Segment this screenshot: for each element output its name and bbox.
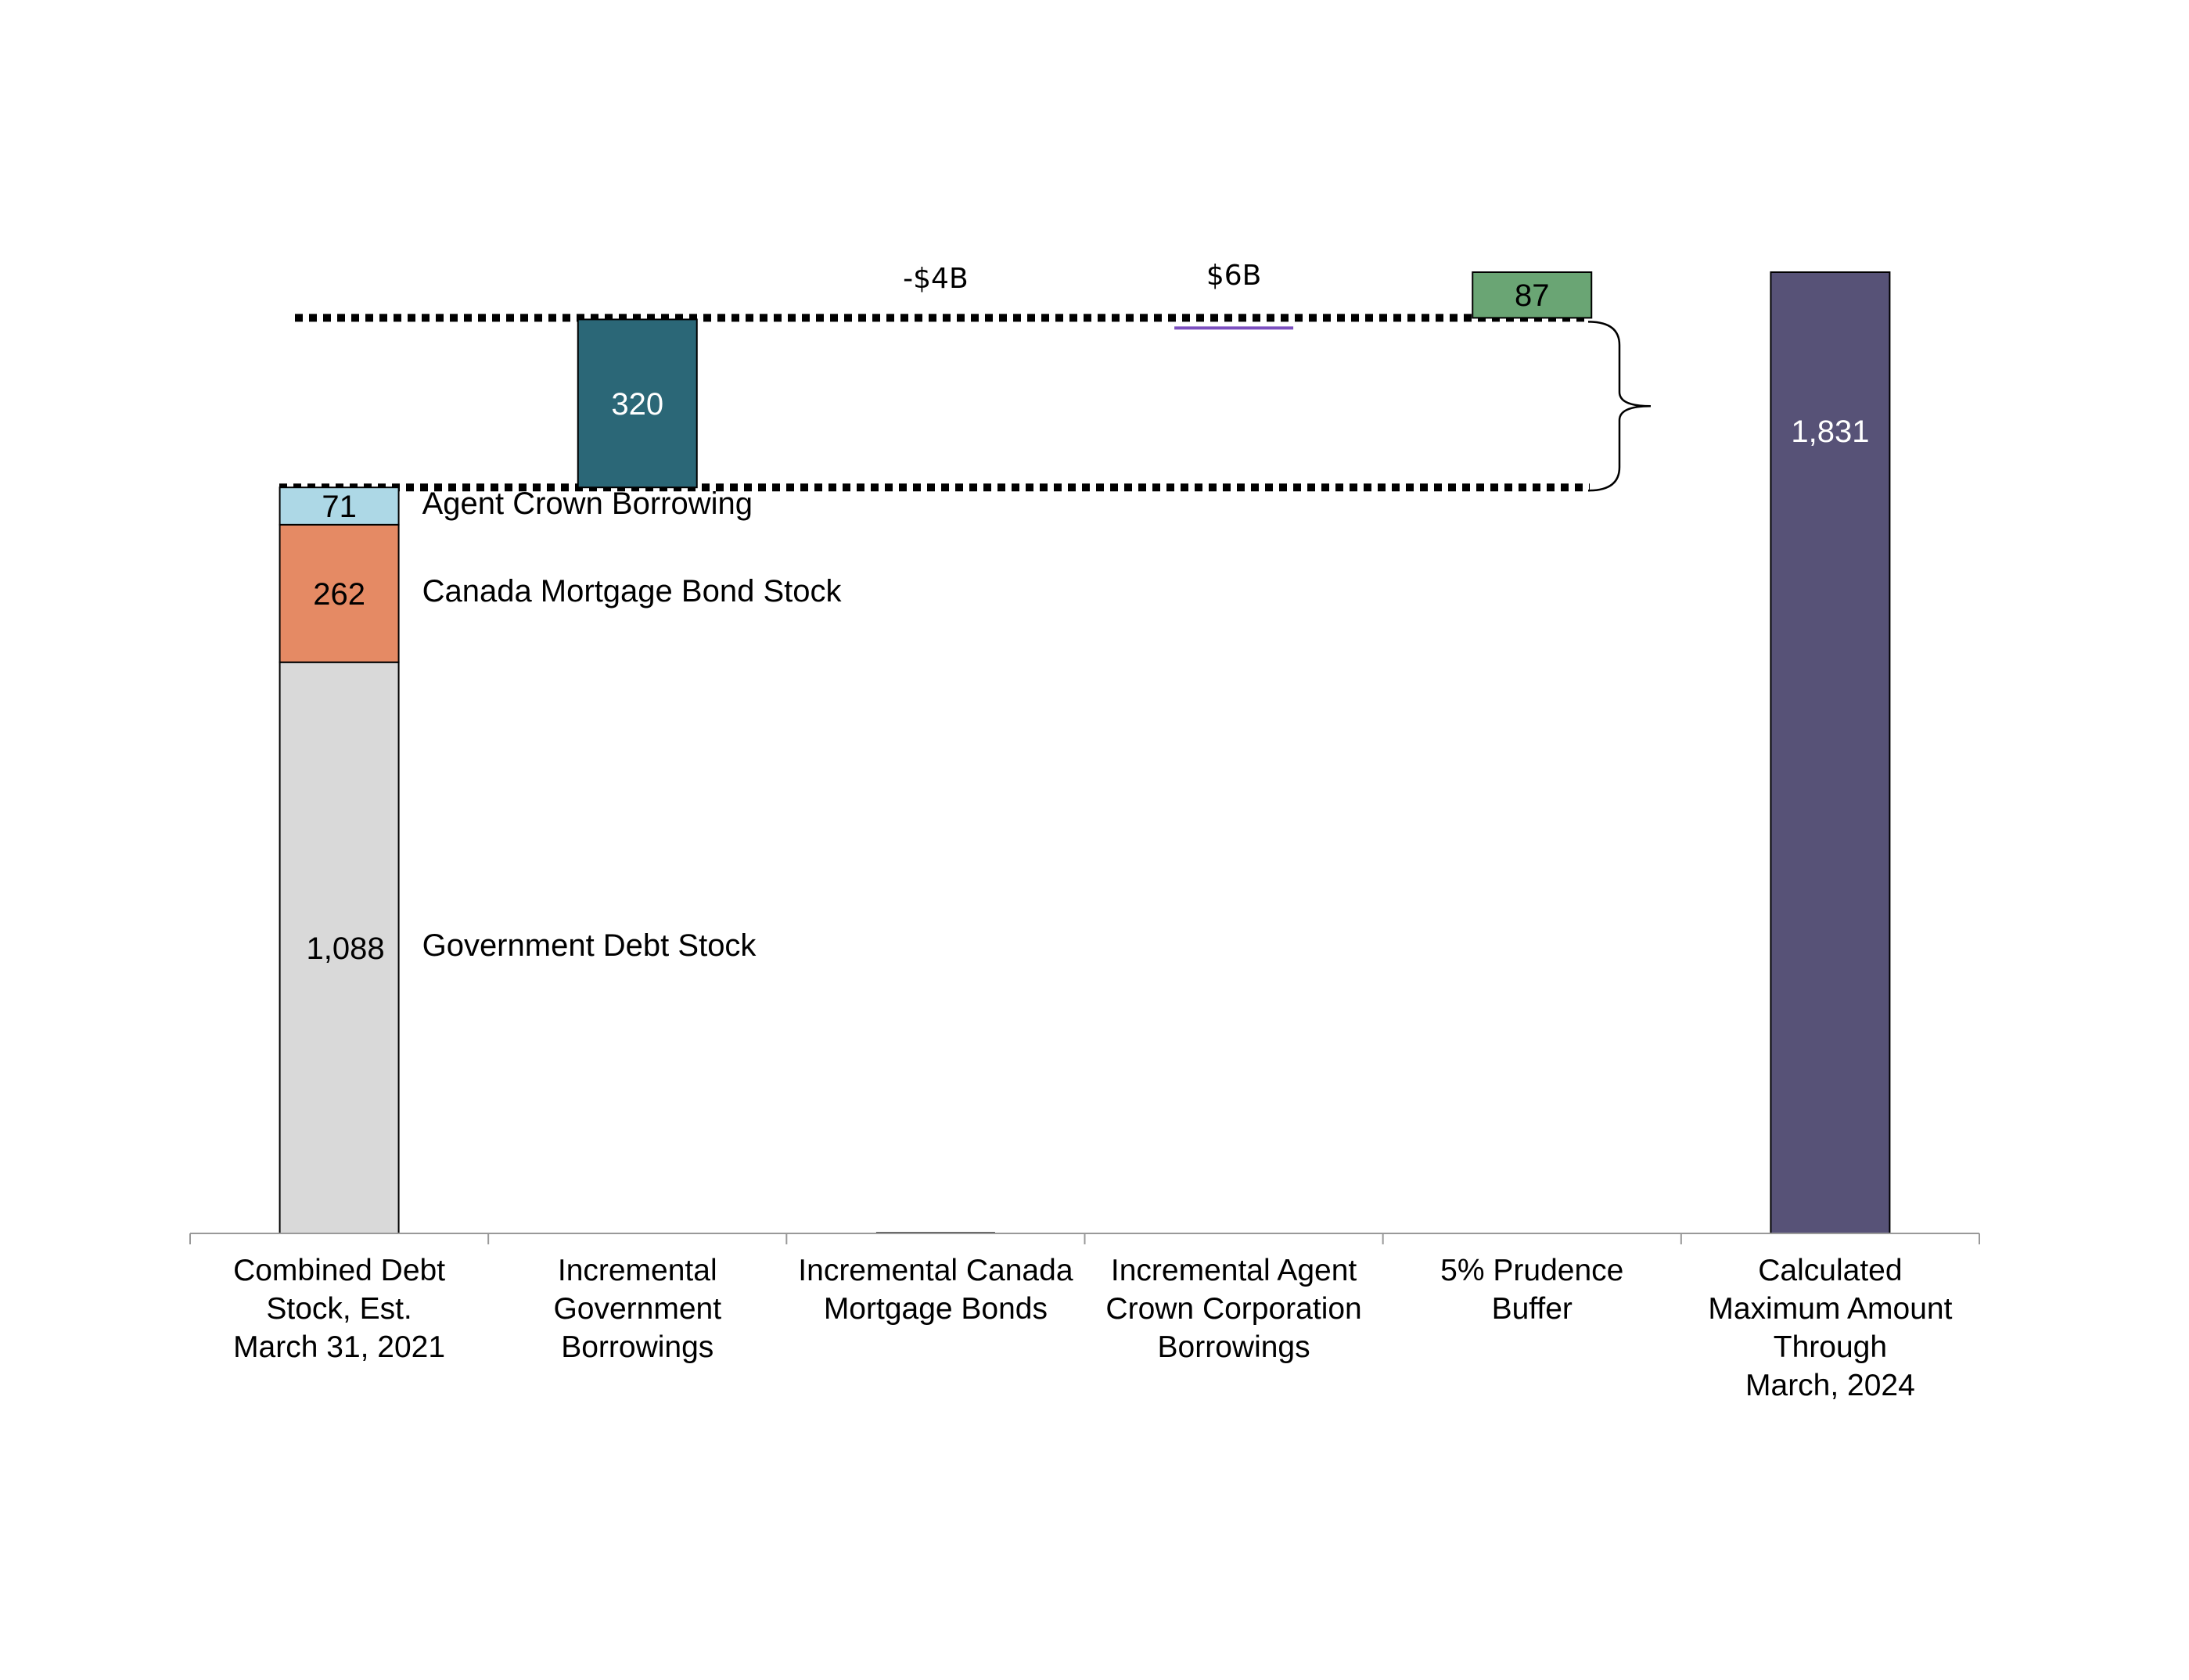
x-tick-label-line: Incremental Canada <box>798 1254 1073 1287</box>
x-tick-label-line: Incremental Agent <box>1111 1254 1357 1287</box>
data-label: 1,088 <box>307 932 385 966</box>
data-label: 87 <box>1515 278 1550 313</box>
data-label: 71 <box>322 490 357 524</box>
data-label: $6B <box>1206 260 1262 292</box>
x-tick-label-line: Mortgage Bonds <box>824 1292 1048 1326</box>
total-bar <box>1770 271 1891 1234</box>
x-tick-label-line: Incremental <box>558 1254 717 1287</box>
x-tick-label-line: Crown Corporation <box>1105 1292 1361 1326</box>
stacked-bar-segment <box>279 523 400 663</box>
x-tick-label-line: 5% Prudence <box>1440 1254 1623 1287</box>
x-tick-label-line: Combined Debt <box>233 1254 445 1287</box>
stacked-bar-segment <box>279 486 400 526</box>
x-tick-label-line: March, 2024 <box>1745 1369 1915 1402</box>
x-tick-label-line: Maximum Amount <box>1708 1292 1952 1326</box>
x-tick-label-line: Through <box>1774 1330 1887 1364</box>
step-bar <box>1472 271 1593 319</box>
x-tick-label-line: Calculated <box>1758 1254 1902 1287</box>
x-tick-label-line: Borrowings <box>1158 1330 1310 1364</box>
data-label: -$4B <box>903 263 969 295</box>
data-label: 262 <box>313 577 365 612</box>
plot-area: 1,088 Government Debt Stock 262 Canada Mort… <box>189 260 1980 1402</box>
step-bar <box>577 318 698 489</box>
series-label: Government Debt Stock <box>422 928 757 963</box>
data-label: 1,831 <box>1791 415 1869 449</box>
x-tick-label-line: Government <box>553 1292 721 1326</box>
series-label: Canada Mortgage Bond Stock <box>422 574 843 608</box>
data-label: 320 <box>611 387 663 422</box>
series-label: Agent Crown Borrowing <box>422 486 753 521</box>
x-tick-label-line: Stock, Est. <box>266 1292 412 1326</box>
x-tick-label-line: Buffer <box>1492 1292 1573 1326</box>
x-tick-label-line: March 31, 2021 <box>233 1330 445 1364</box>
x-tick-label-line: Borrowings <box>561 1330 713 1364</box>
brace <box>1587 321 1652 492</box>
